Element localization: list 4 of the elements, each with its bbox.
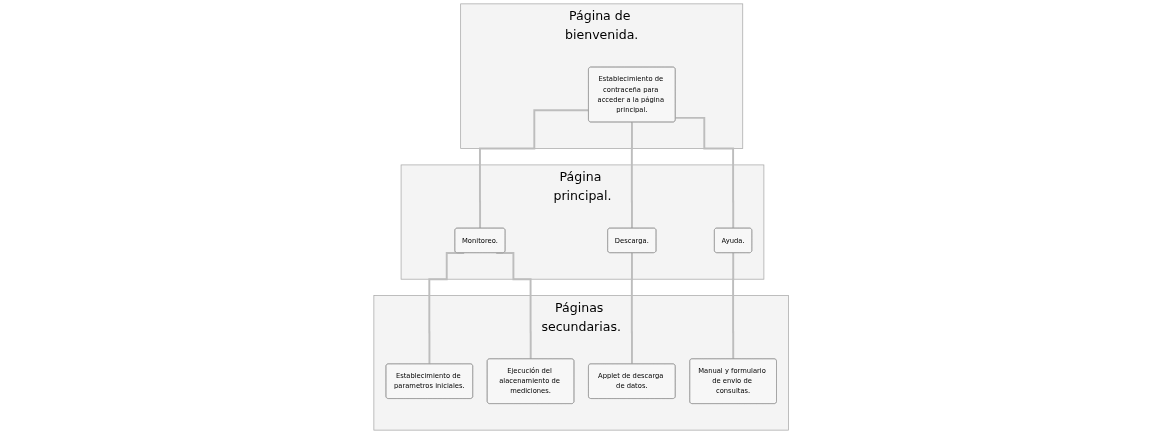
connector xyxy=(732,251,735,360)
connector xyxy=(631,121,634,230)
connector xyxy=(674,116,735,230)
connector xyxy=(479,109,590,230)
